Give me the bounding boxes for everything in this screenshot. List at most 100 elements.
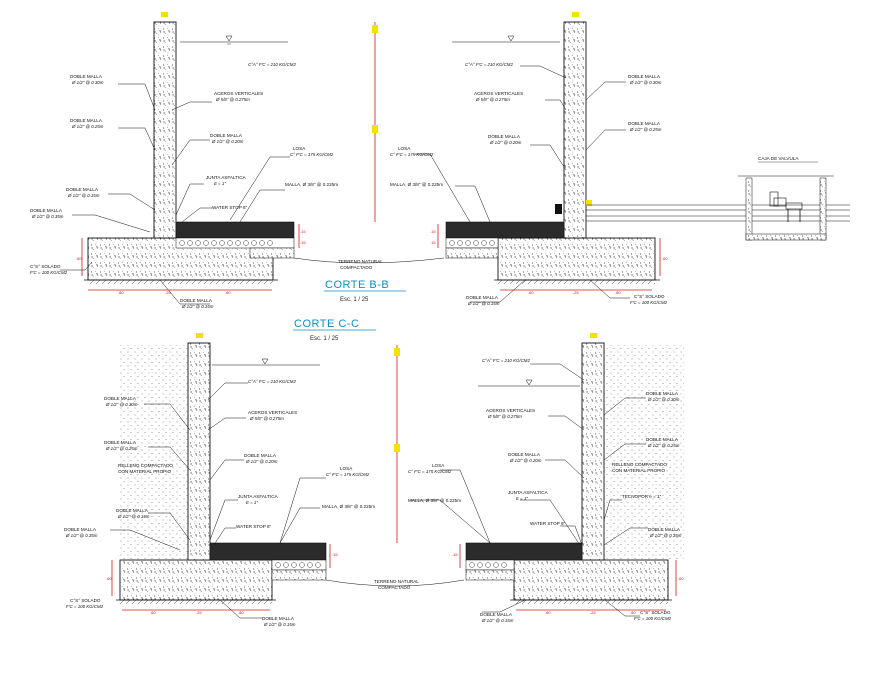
svg-text:.25: .25 <box>165 290 171 295</box>
cc-l-relleno-1: RELLENO COMPACTADO <box>118 463 173 468</box>
bb-l-val-2: Ø 1/2" @ 0.25m <box>71 124 104 129</box>
cc-r-relleno-1: RELLENO COMPACTADO <box>612 462 667 467</box>
cc-l-losa-val: C° F'C = 175 KG/CM2 <box>326 472 370 477</box>
bb-l-doble-malla-4: DOBLE MALLA <box>30 208 63 213</box>
svg-text:.60: .60 <box>662 256 668 261</box>
bb-l-doble-malla-5: DOBLE MALLA <box>210 133 243 138</box>
cc-r-val-5: Ø 1/2" @ 0.15m <box>481 618 514 623</box>
svg-text:.60: .60 <box>150 610 156 615</box>
bb-r-losa-val: C° F'C = 175 KG/CM2 <box>390 152 434 157</box>
cc-r-doble-malla-1: DOBLE MALLA <box>508 452 541 457</box>
bb-scale: Esc. 1 / 25 <box>340 297 369 303</box>
cc-r-tecnopor: TECNOPOR e = 1" <box>622 494 662 499</box>
bb-r-losa: LOSA <box>398 146 411 151</box>
cc-l-doble-malla-1: DOBLE MALLA <box>104 396 137 401</box>
cc-l-solado: C°S° SOLADO <box>70 598 101 603</box>
bb-left-wall <box>153 21 177 239</box>
cc-r-aceros-val: Ø 5/8" @ 0.275m <box>487 414 522 419</box>
cc-l-doble-malla-3: DOBLE MALLA <box>116 508 149 513</box>
bb-r-doble-malla-4: DOBLE MALLA <box>466 295 499 300</box>
bb-l-val-3: Ø 1/2" @ 0.15m <box>67 193 100 198</box>
bb-title: CORTE B-B <box>325 279 389 291</box>
svg-text:.15: .15 <box>332 552 338 557</box>
bb-l-val-5: Ø 1/2" @ 0.20m <box>211 139 244 144</box>
cc-l-aceros: ACEROS VERTICALES <box>248 410 297 415</box>
cc-terreno: TERRENO NATURAL <box>374 579 419 584</box>
bb-l-aceros: ACEROS VERTICALES <box>214 91 263 96</box>
caja-valvula-title: CAJA DE VALVULA <box>758 156 799 161</box>
bb-r-doble-malla-3: DOBLE MALLA <box>628 121 661 126</box>
section-bb-center: TERRENO NATURAL COMPACTADO CORTE B-B Esc… <box>293 22 445 303</box>
bb-r-val-4: Ø 1/2" @ 0.15m <box>467 301 500 306</box>
svg-text:.80: .80 <box>238 610 244 615</box>
cc-title: CORTE C-C <box>294 318 359 330</box>
bb-l-doble-malla-2: DOBLE MALLA <box>70 118 103 123</box>
cc-l-doble-malla-2: DOBLE MALLA <box>104 440 137 445</box>
cc-r-relleno-2: CON MATERIAL PROPIO <box>612 468 666 473</box>
cc-l-doble-malla-6: DOBLE MALLA <box>262 616 295 621</box>
cc-scale: Esc. 1 / 25 <box>310 336 339 342</box>
section-bb-left: .80.25.60 .15.15 .60 DOBLE MALLA Ø 1/2" … <box>30 12 338 309</box>
cc-r-val-1: Ø 1/2" @ 0.20m <box>509 458 542 463</box>
svg-text:.80: .80 <box>630 610 636 615</box>
cc-l-relleno-2: CON MATERIAL PROPIO <box>118 469 172 474</box>
cc-l-junta-val: E = 1" <box>246 500 258 505</box>
cc-r-solado-val: F'C = 100 KG/CM2 <box>634 616 672 621</box>
cc-l-concrete: C°A° F'C = 210 KG/CM2 <box>248 379 296 384</box>
section-bb-right: .60.25.80 .15.15 .60 C°A° F'C = 210 KG/C… <box>390 12 668 306</box>
bb-l-junta: JUNTA ASFALTICA <box>206 175 247 180</box>
cc-r-concrete: C°A° F'C = 210 KG/CM2 <box>482 358 530 363</box>
svg-text:.25: .25 <box>573 290 579 295</box>
cc-r-doble-malla-2: DOBLE MALLA <box>646 391 679 396</box>
svg-text:.60: .60 <box>225 290 231 295</box>
cc-l-val-5: Ø 1/2" @ 0.20m <box>245 459 278 464</box>
svg-text:.60: .60 <box>545 610 551 615</box>
bb-r-val-1: Ø 1/2" @ 0.20m <box>489 140 522 145</box>
cc-l-aceros-val: Ø 5/8" @ 0.275m <box>249 416 284 421</box>
bb-l-val-1: Ø 1/2" @ 0.30m <box>71 80 104 85</box>
cc-l-val-1: Ø 1/2" @ 0.30m <box>105 402 138 407</box>
cc-r-losa-val: C° F'C = 175 KG/CM2 <box>408 469 452 474</box>
bb-left-slab <box>175 221 295 239</box>
svg-text:.80: .80 <box>615 290 621 295</box>
cc-l-val-3: Ø 1/2" @ 0.15m <box>117 514 150 519</box>
cc-r-waterstop: WATER STOP 6" <box>530 521 566 526</box>
svg-text:.25: .25 <box>590 610 596 615</box>
cc-r-solado: C°S° SOLADO <box>640 610 671 615</box>
cc-r-doble-malla-4: DOBLE MALLA <box>648 527 681 532</box>
svg-text:.60: .60 <box>678 576 684 581</box>
section-cc-left: .60 .25 .80 .15 .60 DOBLE MALLA Ø 1/2" @ 0… <box>64 333 375 627</box>
bb-r-solado: C°S° SOLADO <box>634 294 665 299</box>
svg-text:.25: .25 <box>196 610 202 615</box>
caja-valvula: CAJA DE VALVULA <box>586 156 850 241</box>
bb-l-waterstop: WATER STOP 6" <box>212 205 248 210</box>
cc-r-val-2: Ø 1/2" @ 0.30m <box>647 397 680 402</box>
bb-l-val-4: Ø 1/2" @ 0.35m <box>31 214 64 219</box>
bb-r-aceros-val: Ø 5/8" @ 0.275m <box>475 97 510 102</box>
cc-r-junta: JUNTA ASFALTICA <box>508 490 549 495</box>
cc-l-solado-val: F'C = 100 KG/CM2 <box>66 604 104 609</box>
bb-l-losa-val: C° F'C = 175 KG/CM2 <box>290 152 334 157</box>
bb-r-val-2: Ø 1/2" @ 0.30m <box>629 80 662 85</box>
cc-r-val-3: Ø 1/2" @ 0.25m <box>647 443 680 448</box>
cc-l-losa: LOSA <box>340 466 353 471</box>
cc-r-doble-malla-5: DOBLE MALLA <box>480 612 513 617</box>
cc-r-doble-malla-3: DOBLE MALLA <box>646 437 679 442</box>
svg-text:.15: .15 <box>430 240 436 245</box>
bb-r-malla: MALLA, Ø 3/8" @ 0.225m <box>390 182 443 187</box>
bb-r-val-3: Ø 1/2" @ 0.25m <box>629 127 662 132</box>
cc-l-val-2: Ø 1/2" @ 0.25m <box>105 446 138 451</box>
cc-r-malla: MALLA, Ø 3/8" @ 0.225m <box>408 498 461 503</box>
cc-l-waterstop: WATER STOP 6" <box>236 524 272 529</box>
bb-l-junta-val: E = 1" <box>214 181 226 186</box>
svg-text:.15: .15 <box>300 240 306 245</box>
svg-text:.60: .60 <box>106 576 112 581</box>
bb-l-solado: C°S° SOLADO <box>30 264 61 269</box>
cc-compactado: COMPACTADO <box>378 585 411 590</box>
svg-text:.15: .15 <box>430 229 436 234</box>
cc-r-junta-val: E = 1" <box>516 496 528 501</box>
cc-l-doble-malla-4: DOBLE MALLA <box>64 527 97 532</box>
bb-l-doble-malla-3: DOBLE MALLA <box>66 187 99 192</box>
cc-l-val-4: Ø 1/2" @ 0.35m <box>65 533 98 538</box>
